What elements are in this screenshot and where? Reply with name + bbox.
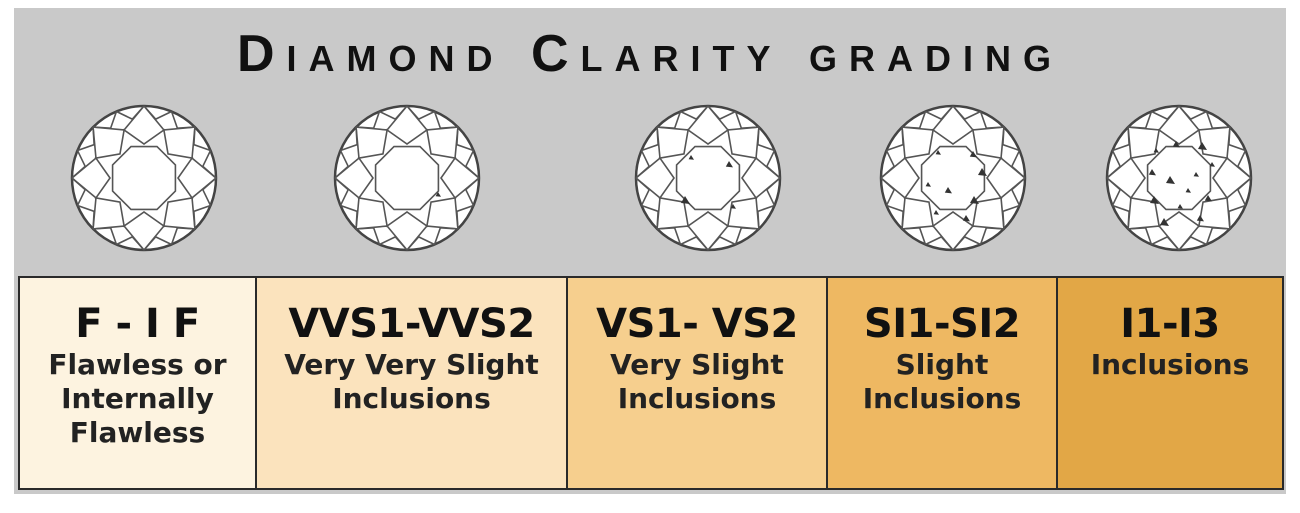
inclusion-speck — [1196, 215, 1204, 222]
inclusion-speck — [1177, 204, 1183, 209]
inclusion-speck — [933, 210, 939, 215]
grade-description: Flawless or Internally Flawless — [48, 348, 227, 449]
grade-code: SI1-SI2 — [863, 301, 1021, 347]
grade-cell-vs: VS1- VS2 Very Slight Inclusions — [568, 278, 828, 488]
grade-table: F - I F Flawless or Internally Flawless … — [18, 276, 1284, 490]
inclusion-speck — [978, 168, 987, 176]
inclusion-speck — [1166, 176, 1175, 184]
inclusion-speck — [435, 192, 441, 197]
diamond-icon-included — [1104, 103, 1254, 253]
grade-cell-vvs: VVS1-VVS2 Very Very Slight Inclusions — [257, 278, 568, 488]
inclusion-speck — [1172, 141, 1180, 148]
grade-code: VS1- VS2 — [596, 301, 798, 347]
inclusion-speck — [681, 196, 690, 204]
inclusion-speck — [970, 196, 979, 204]
grade-code: VVS1-VVS2 — [288, 301, 535, 347]
grade-description: Inclusions — [1090, 348, 1250, 381]
chart-title: Diamond Clarity grading — [237, 25, 1063, 83]
inclusion-speck — [1185, 188, 1191, 193]
diamond-icon-si — [878, 103, 1028, 253]
diamond-icon-vs — [633, 103, 783, 253]
inclusion-speck — [1148, 169, 1156, 176]
inclusion-speck — [962, 215, 970, 222]
inclusion-speck — [969, 151, 977, 158]
inclusion-speck — [944, 187, 952, 194]
inclusion-speck — [1193, 172, 1199, 177]
grade-cell-included: I1-I3 Inclusions — [1058, 278, 1282, 488]
grade-cell-flawless: F - I F Flawless or Internally Flawless — [20, 278, 257, 488]
inclusion-speck — [688, 155, 694, 160]
inclusion-speck — [730, 204, 736, 209]
diamond-row — [14, 103, 1286, 273]
grade-description: Very Slight Inclusions — [610, 348, 784, 415]
grade-code: F - I F — [75, 301, 200, 347]
inclusion-speck — [725, 161, 733, 168]
inclusion-speck — [1209, 162, 1215, 167]
inclusion-speck — [1160, 218, 1169, 226]
grade-description: Slight Inclusions — [862, 348, 1022, 415]
inclusion-speck — [1153, 148, 1159, 153]
grade-cell-si: SI1-SI2 Slight Inclusions — [828, 278, 1058, 488]
inclusion-speck — [925, 182, 931, 187]
inclusion-speck — [935, 150, 941, 155]
inclusion-speck — [1204, 195, 1212, 202]
diamond-icon-flawless — [69, 103, 219, 253]
grade-description: Very Very Slight Inclusions — [284, 348, 539, 415]
diamond-icon-vvs — [332, 103, 482, 253]
inclusion-speck — [1150, 196, 1159, 204]
clarity-chart-panel: Diamond Clarity grading F - I F Flawless… — [14, 8, 1286, 494]
grade-code: I1-I3 — [1120, 301, 1220, 347]
inclusion-speck — [1198, 142, 1207, 150]
